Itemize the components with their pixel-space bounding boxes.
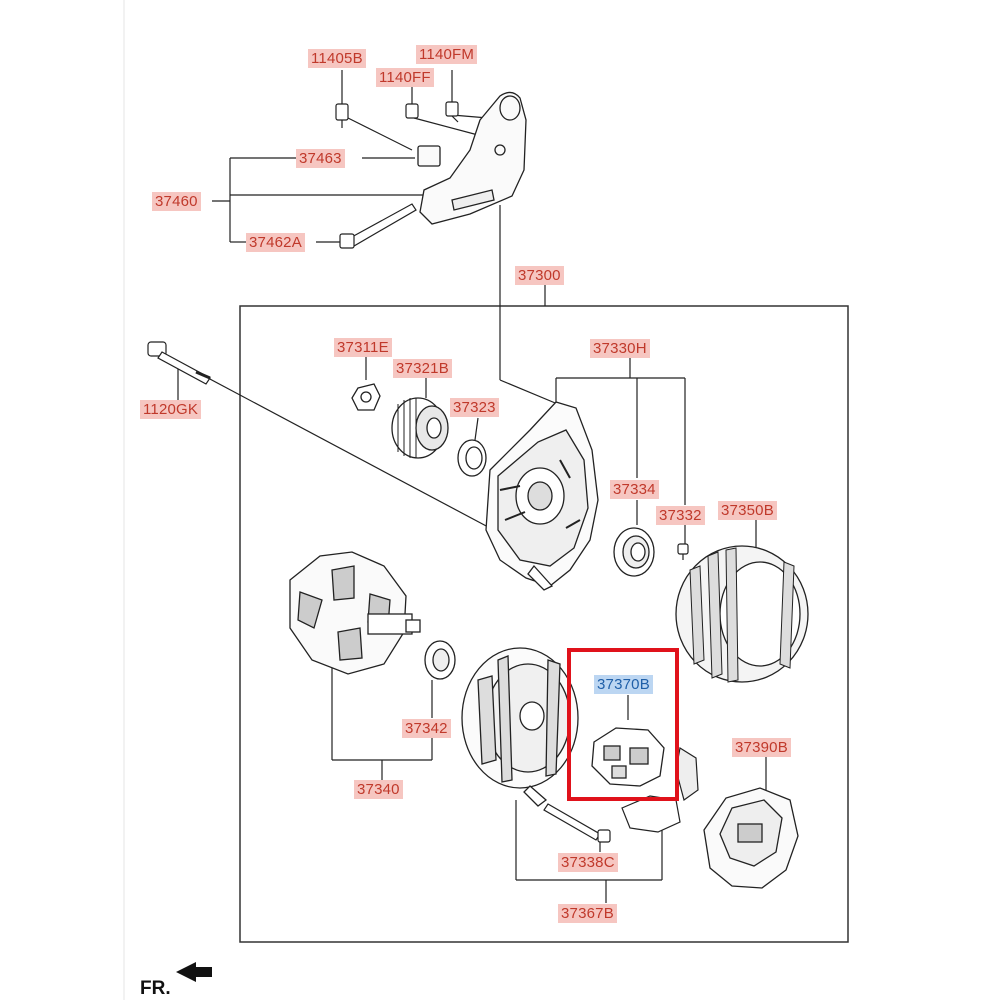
rear-housing <box>461 647 579 807</box>
rear-cover <box>703 787 799 889</box>
rotor <box>289 551 421 675</box>
part-label-37460[interactable]: 37460 <box>152 192 201 211</box>
front-marker: FR. <box>140 978 171 999</box>
part-label-37321b[interactable]: 37321B <box>393 359 452 378</box>
part-label-1120gk[interactable]: 1120GK <box>140 400 202 419</box>
front-housing <box>485 401 599 591</box>
selected-part-highlight <box>567 648 679 801</box>
part-label-37311e[interactable]: 37311E <box>334 338 392 357</box>
through-bolt <box>147 341 211 385</box>
part-label-1140fm[interactable]: 1140FM <box>416 45 478 64</box>
stator <box>675 545 809 683</box>
pulley-nut <box>351 383 381 411</box>
part-label-37340[interactable]: 37340 <box>354 780 403 799</box>
part-label-37367b[interactable]: 37367B <box>558 904 617 923</box>
part-label-37323[interactable]: 37323 <box>450 398 499 417</box>
part-label-37330h[interactable]: 37330H <box>590 339 650 358</box>
small-screw <box>677 543 689 560</box>
part-label-37332[interactable]: 37332 <box>656 506 705 525</box>
housing-bolt <box>543 803 611 843</box>
part-label-37462a[interactable]: 37462A <box>246 233 305 252</box>
part-label-37390b[interactable]: 37390B <box>732 738 791 757</box>
part-label-37370b[interactable]: 37370B <box>594 675 653 694</box>
pulley <box>391 397 449 459</box>
part-label-37463[interactable]: 37463 <box>296 149 345 168</box>
part-label-37300[interactable]: 37300 <box>515 266 564 285</box>
rotor-bearing <box>424 640 456 680</box>
front-direction-arrow-icon <box>176 962 212 982</box>
part-label-37342[interactable]: 37342 <box>402 719 451 738</box>
part-label-37338c[interactable]: 37338C <box>558 853 618 872</box>
part-label-11405b[interactable]: 11405B <box>308 49 366 68</box>
brush-holder <box>591 727 665 787</box>
part-label-37350b[interactable]: 37350B <box>718 501 777 520</box>
part-label-1140ff[interactable]: 1140FF <box>376 68 434 87</box>
rear-bearing <box>613 527 655 577</box>
bracket-long-bolt <box>339 203 417 249</box>
part-label-37334[interactable]: 37334 <box>610 480 659 499</box>
mounting-bracket <box>417 91 527 225</box>
spacer-ring <box>457 439 487 477</box>
mounting-bolts <box>335 101 459 128</box>
terminal-cover <box>621 747 699 833</box>
assembly-frame <box>239 305 849 943</box>
